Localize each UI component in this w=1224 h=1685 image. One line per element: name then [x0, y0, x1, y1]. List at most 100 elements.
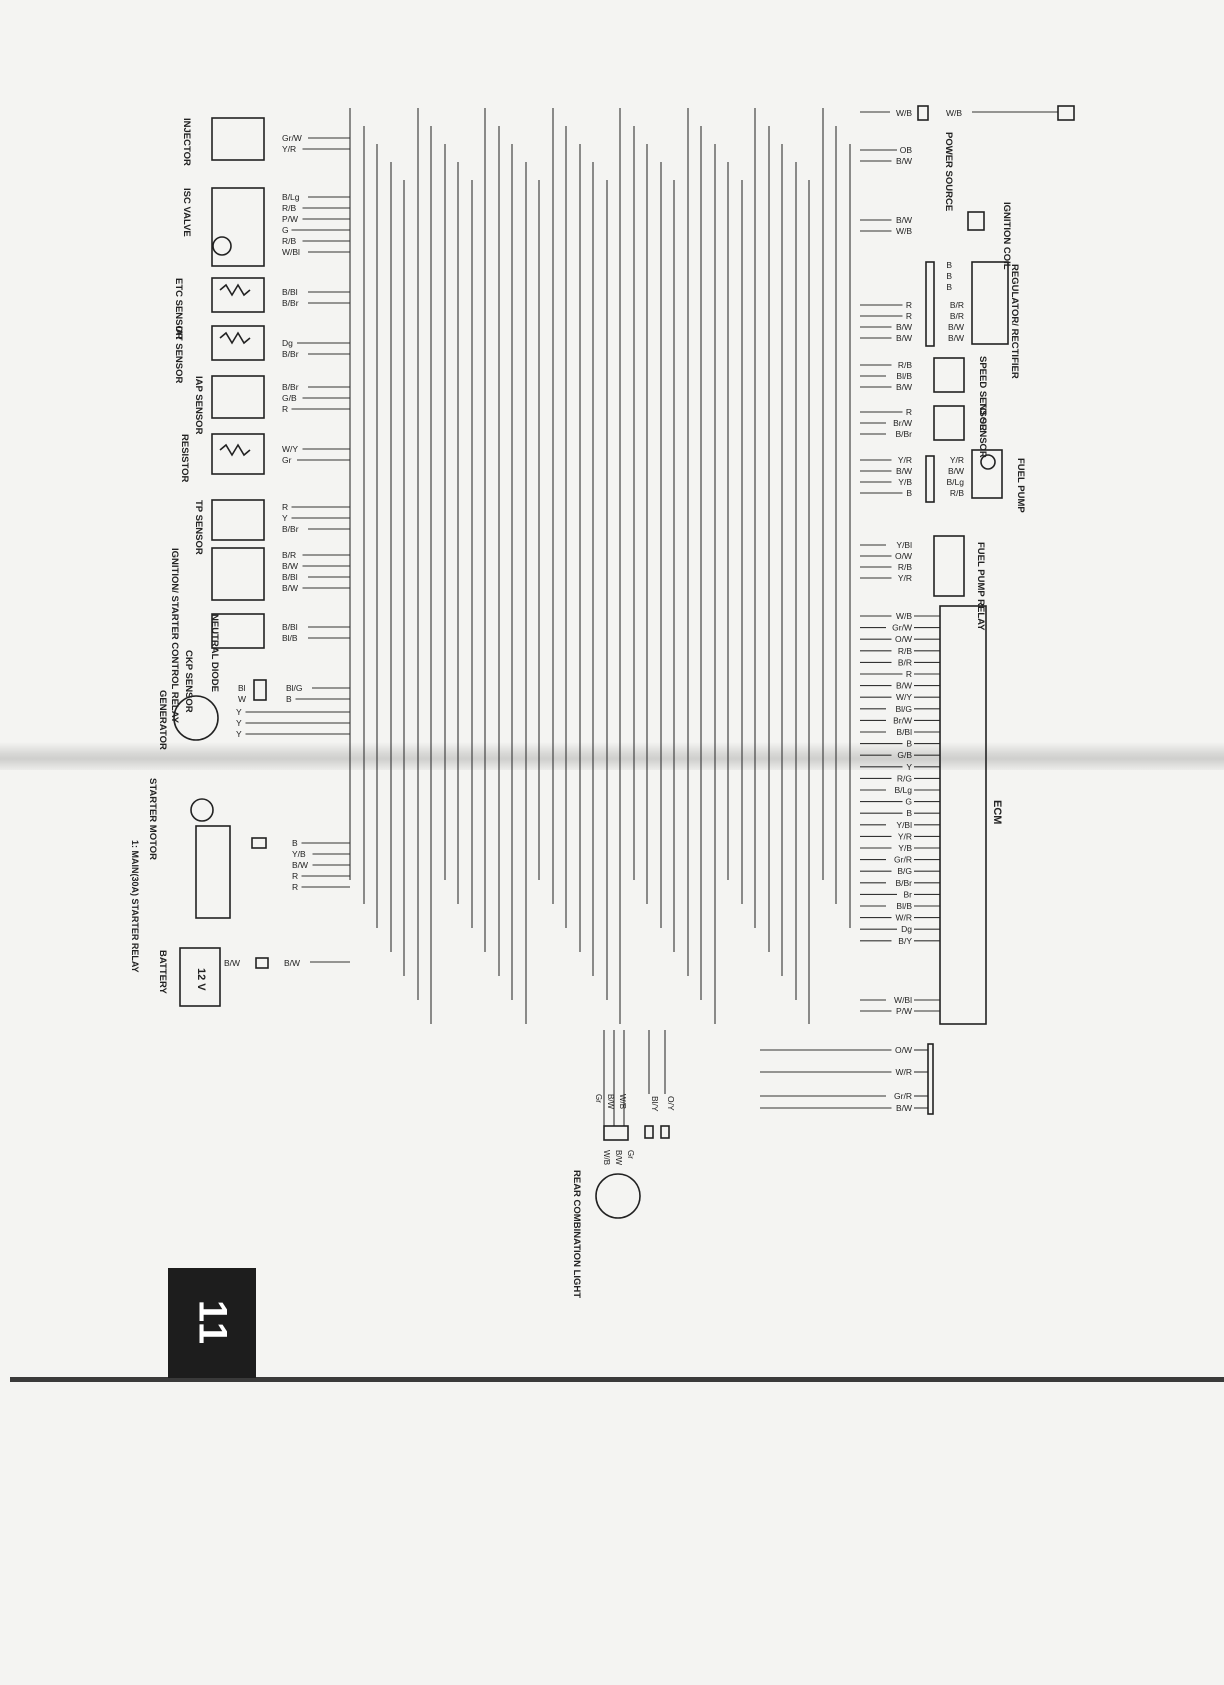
- fuel-pump-relay-component: [933, 535, 965, 597]
- component-label: FUEL PUMP: [1015, 458, 1026, 513]
- wire-label: Bl/B: [896, 901, 912, 911]
- wire-label: O/W: [895, 634, 912, 644]
- wire-label: B/W: [284, 958, 300, 968]
- wire-label: R/B: [282, 203, 297, 213]
- wire-label: W/Y: [282, 444, 298, 454]
- component-label: IAT SENSOR: [173, 326, 184, 383]
- wire-label: P/W: [282, 214, 298, 224]
- wire-label: R: [282, 404, 288, 414]
- iat-component: [211, 325, 265, 361]
- wire-label: B/W: [896, 333, 912, 343]
- wire-label: G: [282, 225, 289, 235]
- wire-label: B: [946, 271, 952, 281]
- component-label: POWER SOURCE: [943, 132, 954, 211]
- component-label: ECM: [991, 800, 1003, 824]
- wire-label: B/Bl: [282, 572, 298, 582]
- wire-label: Y: [906, 762, 912, 772]
- wire-label: R: [292, 871, 298, 881]
- wire-label: B/R: [282, 550, 296, 560]
- regulator-connector: [925, 261, 935, 347]
- wire-label: Gr: [626, 1150, 635, 1159]
- wire-bus-lines: [245, 108, 1058, 1126]
- wire-label: B/Br: [282, 524, 299, 534]
- iap-component: [211, 375, 265, 419]
- wire-label: Bl/B: [896, 371, 912, 381]
- wire-label: W: [238, 694, 246, 704]
- wire-label: Gr: [594, 1094, 603, 1103]
- component-label: REAR COMBINATION LIGHT: [571, 1170, 582, 1298]
- wire-label: Bl/Y: [650, 1096, 660, 1112]
- wire-label: B/W: [896, 215, 912, 225]
- wire-label: B/Bl: [282, 287, 298, 297]
- component-label: 1: MAIN(30A) STARTER RELAY: [130, 840, 140, 973]
- wire-label: Br/W: [893, 418, 912, 428]
- component-label: ETC SENSOR: [173, 278, 184, 340]
- wire-label: G: [905, 797, 912, 807]
- wire-label: Br: [904, 889, 913, 899]
- page-number-tab: 11: [168, 1268, 256, 1378]
- wire-label: Gr/W: [282, 133, 302, 143]
- component-label: FUEL PUMP RELAY: [975, 542, 986, 631]
- wire-label: Br/W: [893, 715, 912, 725]
- wire-label: B/Br: [282, 382, 299, 392]
- lower-right-connector: [927, 1043, 934, 1115]
- top-connector: [917, 105, 929, 121]
- wire-label: B/W: [948, 333, 964, 343]
- wire-label: G/B: [897, 750, 912, 760]
- resistor-icon: [219, 443, 251, 457]
- wire-label: Y/B: [898, 477, 912, 487]
- battery-connector: [255, 957, 269, 969]
- fuel-pump-component: [971, 449, 1003, 499]
- wire-label: B/W: [282, 583, 298, 593]
- wire-label: R/B: [950, 488, 965, 498]
- wire-label: B/W: [606, 1094, 615, 1110]
- rear-combination-light-icon: [595, 1173, 641, 1219]
- wire-label: O/W: [895, 551, 912, 561]
- to-sensor-component: [933, 405, 965, 441]
- wire-label: Y: [236, 718, 242, 728]
- component-label: ISC VALVE: [181, 188, 192, 237]
- component-label: SPEED SENSOR: [977, 356, 988, 431]
- ckp-connector: [253, 679, 267, 701]
- wire-label: Gr/R: [894, 1091, 912, 1101]
- wire-label: Y/R: [950, 455, 964, 465]
- wire-label: B: [946, 282, 952, 292]
- top-right-terminal: [1057, 105, 1075, 121]
- wire-label: B/W: [292, 860, 308, 870]
- wire-label: B/Br: [895, 878, 912, 888]
- ecm-component: [939, 605, 987, 1025]
- wire-label: W/B: [896, 108, 912, 118]
- starter-relay-connector: [251, 837, 267, 849]
- wire-label: B/G: [897, 866, 912, 876]
- battery-icon: [179, 947, 221, 1007]
- battery-voltage: 12 V: [195, 968, 207, 991]
- wire-label: B/W: [224, 958, 240, 968]
- wire-label: B/W: [896, 681, 912, 691]
- resistor-icon: [219, 283, 251, 297]
- wire-label: W/Y: [896, 692, 912, 702]
- nd-component: [211, 613, 265, 649]
- wire-label: B: [906, 488, 912, 498]
- wire-label: B/Lg: [947, 477, 965, 487]
- components: [173, 105, 1075, 1219]
- wire-label: Dg: [282, 338, 293, 348]
- wire-label: B/Bl: [896, 727, 912, 737]
- wire-label: Bl/G: [895, 704, 912, 714]
- wire-label: B/Lg: [895, 785, 913, 795]
- component-label: IAP SENSOR: [193, 376, 204, 435]
- component-label: IGNITION/ STARTER CONTROL RELAY: [169, 548, 180, 724]
- wire-label: B: [286, 694, 292, 704]
- wire-label: B/Br: [895, 429, 912, 439]
- relay-component: [211, 547, 265, 601]
- wire-label: Y: [236, 707, 242, 717]
- wire-label: Gr/W: [892, 623, 912, 633]
- wire-label: W/R: [895, 1067, 912, 1077]
- wire-label: B/R: [898, 657, 912, 667]
- wire-label: B/W: [896, 382, 912, 392]
- wire-label: W/B: [946, 108, 962, 118]
- wire-label: R: [906, 300, 912, 310]
- wire-label: R: [906, 407, 912, 417]
- wire-label: W/Bl: [894, 995, 912, 1005]
- wire-label: Gr: [282, 455, 292, 465]
- wire-label: O/Y: [666, 1096, 676, 1111]
